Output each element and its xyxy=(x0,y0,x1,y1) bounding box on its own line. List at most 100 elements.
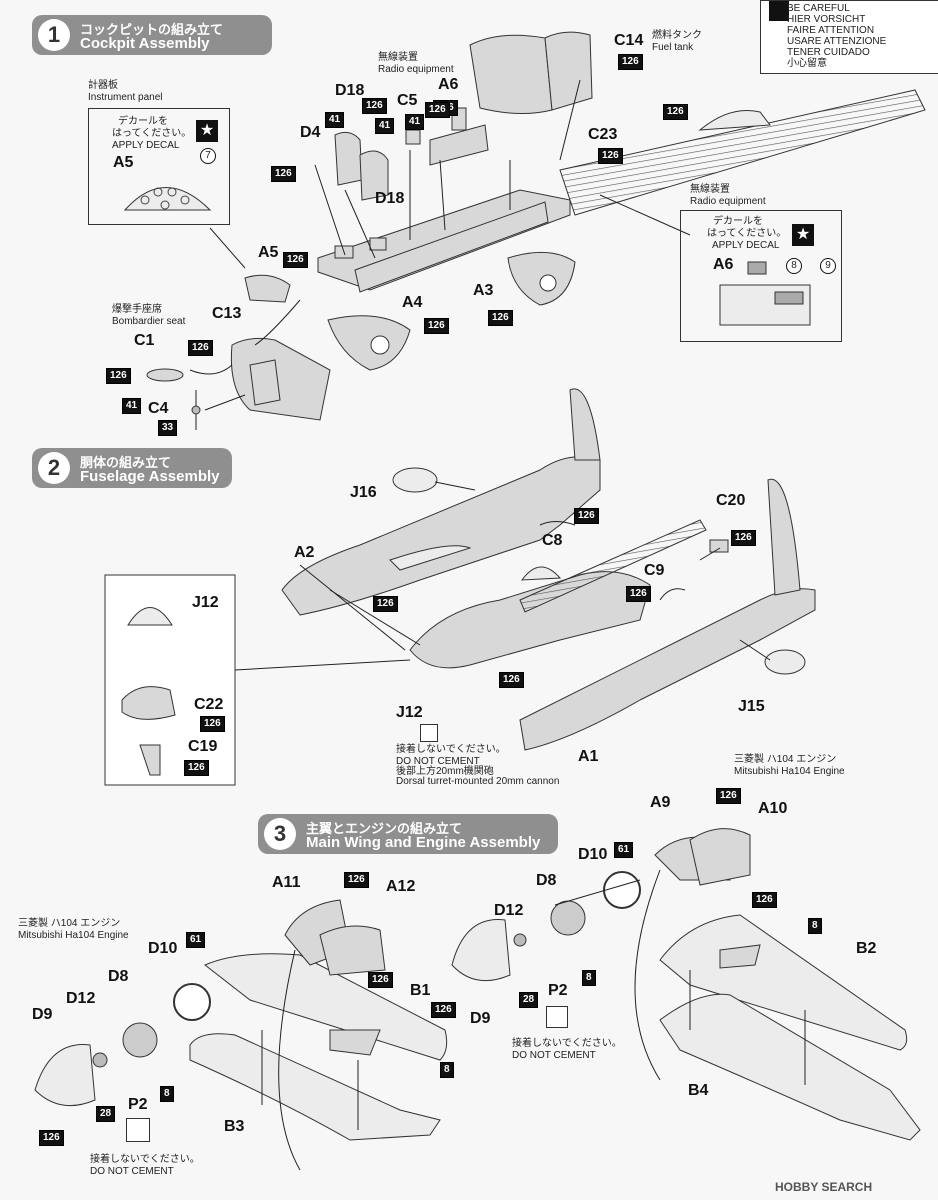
nacelle-right xyxy=(654,828,751,886)
no-cement-label-en: DO NOT CEMENT xyxy=(90,1166,174,1177)
part-label: P2 xyxy=(548,982,568,999)
step-1-header: 1 コックピットの組み立て Cockpit Assembly xyxy=(32,15,272,55)
color-badge: 41 xyxy=(325,112,345,128)
part-label: J12 xyxy=(396,704,423,721)
c5 xyxy=(405,129,421,145)
no-cement-label-jp: 接着しないでください。 xyxy=(396,744,506,755)
color-badge: 126 xyxy=(626,586,651,602)
a3-bulkhead xyxy=(507,251,576,306)
instrument-panel-label-jp: 計器板 xyxy=(88,80,118,91)
part-label: P2 xyxy=(128,1096,148,1113)
engine-left xyxy=(34,983,211,1107)
part-label: C1 xyxy=(134,332,155,349)
part-label: A12 xyxy=(386,878,416,895)
no-cement-icon xyxy=(420,724,438,742)
c23-spar xyxy=(559,89,926,216)
part-label: A5 xyxy=(258,244,279,261)
caution-line-6: 小心留意 xyxy=(787,58,827,69)
no-cement-label-en: DO NOT CEMENT xyxy=(396,756,480,767)
no-cement-label-en: DO NOT CEMENT xyxy=(512,1050,596,1061)
step-number: 2 xyxy=(38,452,70,484)
part-label: D4 xyxy=(300,124,321,141)
radio-label-en: Radio equipment xyxy=(378,64,454,75)
part-label: D8 xyxy=(536,872,557,889)
color-badge: 8 xyxy=(440,1062,454,1078)
part-label: D10 xyxy=(148,940,178,957)
part-label: A3 xyxy=(473,282,494,299)
j12-detail-art xyxy=(121,607,176,776)
decal-number: 8 xyxy=(786,258,802,274)
caution-icon xyxy=(769,1,789,21)
part-label: C4 xyxy=(148,400,169,417)
caution-line-5: TENER CUIDADO xyxy=(787,47,870,58)
part-label: J16 xyxy=(350,484,377,501)
color-badge: 126 xyxy=(106,368,131,384)
engine-label-jp: 三菱製 ハ104 エンジン xyxy=(734,754,837,765)
part-label: D12 xyxy=(494,902,524,919)
part-label: C20 xyxy=(716,492,746,509)
part-label: B3 xyxy=(224,1118,245,1135)
instrument-panel-label-en: Instrument panel xyxy=(88,92,163,103)
fuselage-right xyxy=(519,478,816,751)
color-badge: 126 xyxy=(618,54,643,70)
decal-number: 7 xyxy=(200,148,216,164)
part-label: B4 xyxy=(688,1082,709,1099)
step-title-jp: 主翼とエンジンの組み立て xyxy=(306,821,463,836)
fuselage-mid xyxy=(409,571,651,669)
c20 xyxy=(709,539,729,553)
color-badge: 126 xyxy=(373,596,398,612)
part-label: J12 xyxy=(192,594,219,611)
star-icon: ★ xyxy=(196,120,218,142)
a5-panel xyxy=(244,274,291,303)
part-label: A10 xyxy=(758,800,788,817)
part-label: C23 xyxy=(588,126,618,143)
caution-line-4: USARE ATTENZIONE xyxy=(787,36,887,47)
color-badge: 126 xyxy=(431,1002,456,1018)
part-label: C9 xyxy=(644,562,665,579)
c4 xyxy=(191,390,201,430)
c1 xyxy=(146,368,184,382)
no-cement-icon xyxy=(546,1006,568,1028)
c13-seat xyxy=(230,337,331,421)
part-label: D18 xyxy=(375,190,405,207)
step-number: 3 xyxy=(264,818,296,850)
step-title-en: Main Wing and Engine Assembly xyxy=(306,834,541,851)
part-label: C14 xyxy=(614,32,644,49)
color-badge: 41 xyxy=(405,114,425,130)
apply-decal-jp1: デカールを xyxy=(118,116,168,127)
color-badge: 126 xyxy=(574,508,599,524)
c14-fuel-tank xyxy=(469,31,593,115)
no-cement-icon xyxy=(126,1118,150,1142)
color-badge: 41 xyxy=(375,118,395,134)
bombardier-seat-label-jp: 爆撃手座席 xyxy=(112,304,162,315)
a4-bulkhead xyxy=(327,315,411,371)
cannon-label-jp: 後部上方20mm機関砲 xyxy=(396,766,494,777)
color-badge: 126 xyxy=(344,872,369,888)
color-badge: 126 xyxy=(424,318,449,334)
color-badge: 61 xyxy=(614,842,634,858)
no-cement-label-jp: 接着しないでください。 xyxy=(512,1038,622,1049)
fuselage-left xyxy=(281,388,601,616)
part-label: B2 xyxy=(856,940,877,957)
part-label: D18 xyxy=(335,82,365,99)
apply-decal-jp1: デカールを xyxy=(713,216,763,227)
part-label: C8 xyxy=(542,532,563,549)
step-3-header: 3 主翼とエンジンの組み立て Main Wing and Engine Asse… xyxy=(258,814,558,854)
apply-decal-jp2: はってください。 xyxy=(112,128,192,139)
part-label: B1 xyxy=(410,982,431,999)
part-label: D8 xyxy=(108,968,129,985)
apply-decal-en: APPLY DECAL xyxy=(712,240,780,251)
part-label: A11 xyxy=(272,874,301,891)
part-label: A6 xyxy=(713,256,734,273)
part-label: A2 xyxy=(294,544,315,561)
watermark: HOBBY SEARCH xyxy=(775,1180,873,1194)
radio-box-art xyxy=(719,261,811,326)
j12-detail-box xyxy=(104,574,236,786)
wing-b4 xyxy=(659,993,921,1141)
fuel-tank-label-en: Fuel tank xyxy=(652,42,694,53)
radio-label-jp: 無線装置 xyxy=(378,52,418,63)
part-label: D9 xyxy=(470,1010,491,1027)
part-label: A4 xyxy=(402,294,423,311)
step-2-header: 2 胴体の組み立て Fuselage Assembly xyxy=(32,448,232,488)
caution-line-3: FAIRE ATTENTION xyxy=(787,25,875,36)
